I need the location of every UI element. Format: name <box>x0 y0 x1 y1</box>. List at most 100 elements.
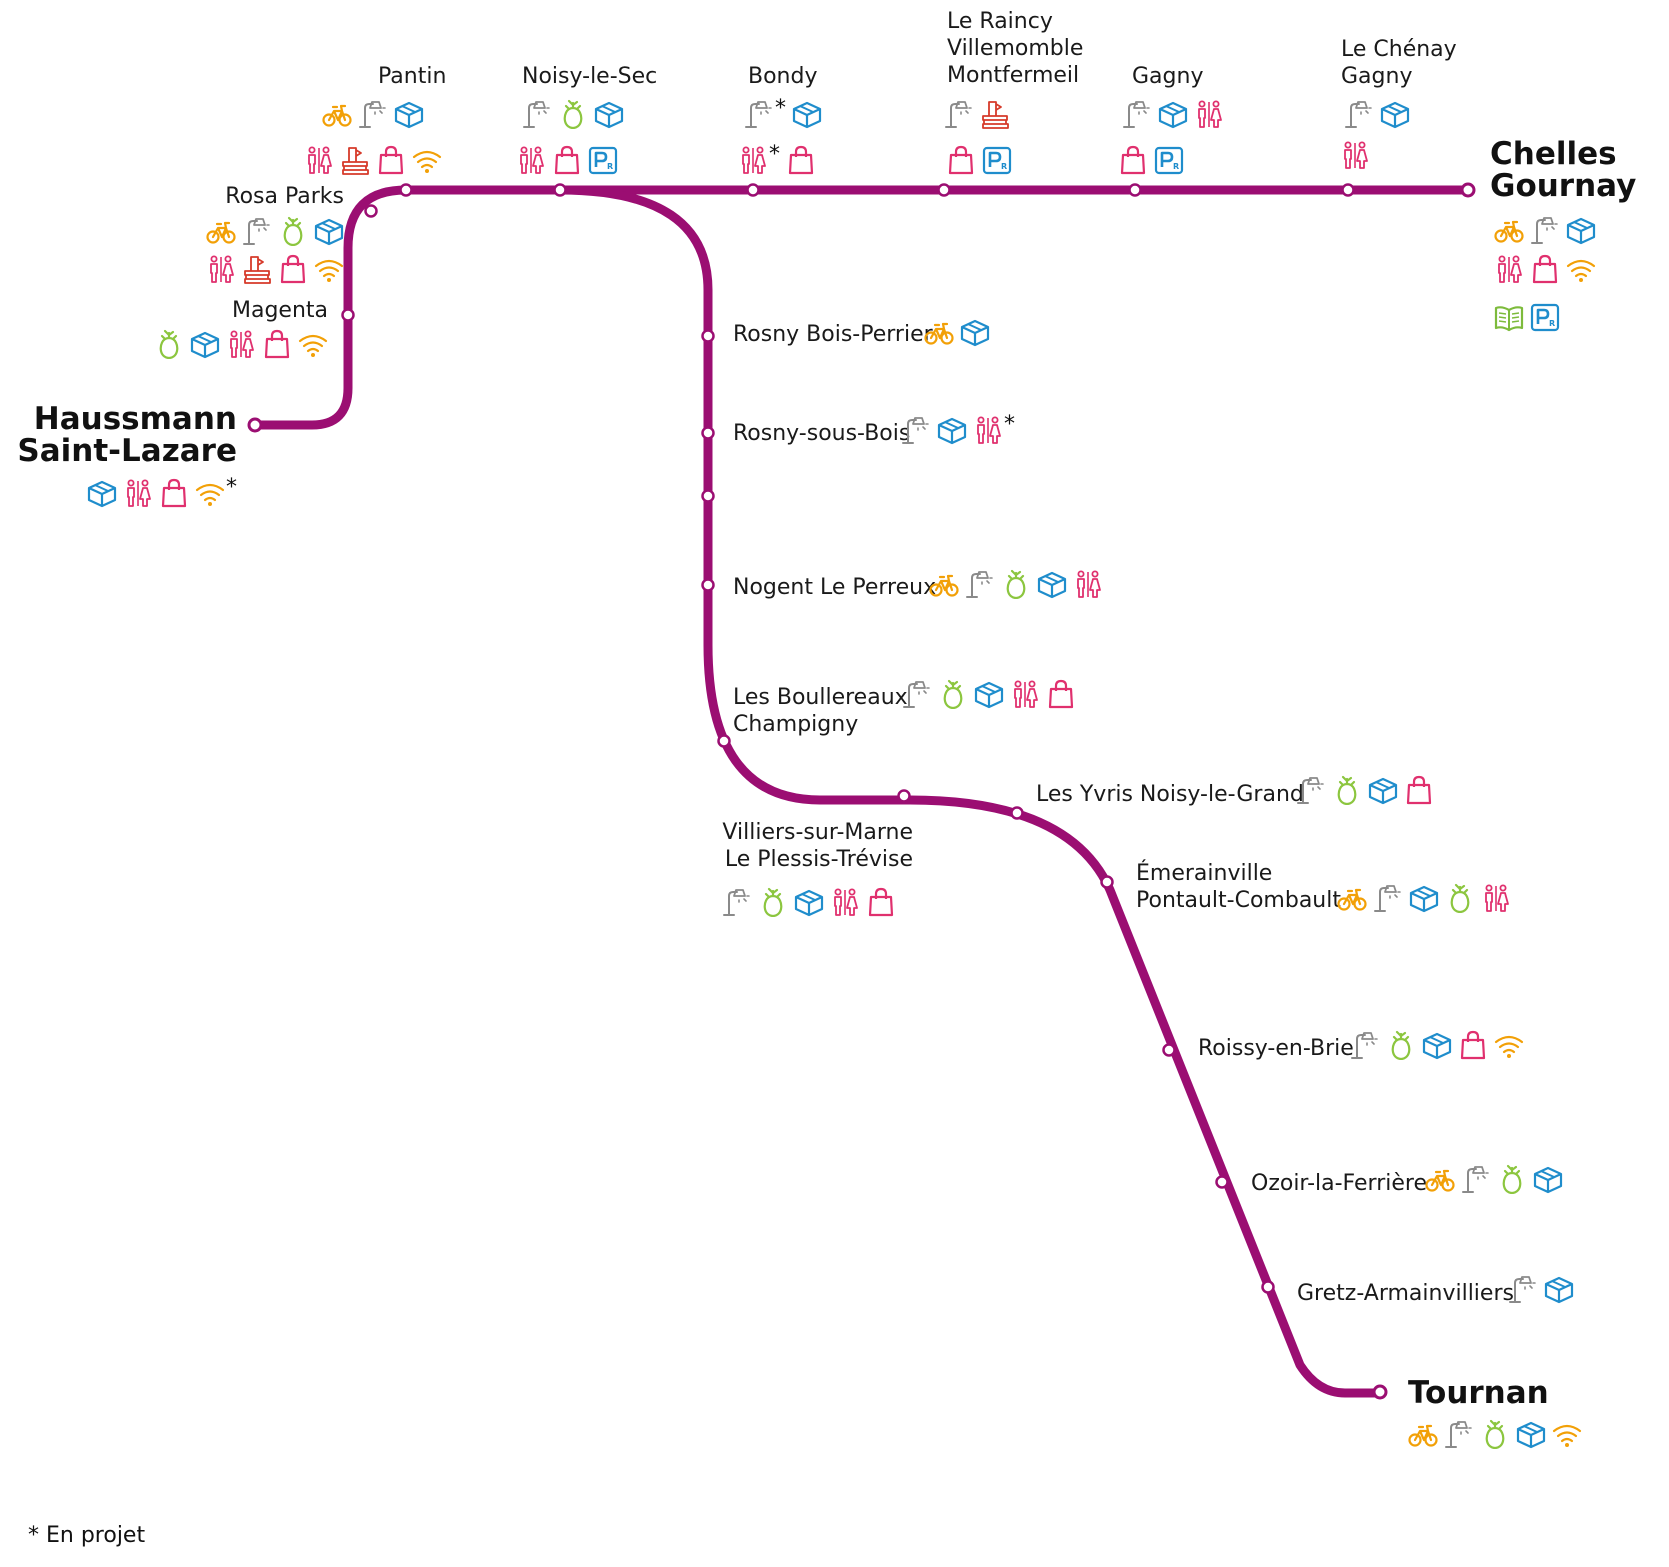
station-dot[interactable] <box>1162 1043 1176 1057</box>
station-dot[interactable] <box>1341 183 1355 197</box>
lamp-icon <box>902 417 929 444</box>
station-name-line: Saint-Lazare <box>17 433 237 469</box>
station-dot[interactable] <box>341 308 355 322</box>
shopping-bag-icon <box>161 478 187 508</box>
lamp-icon <box>1462 1166 1489 1193</box>
bike-icon <box>924 322 954 345</box>
toilet-icon <box>834 888 858 916</box>
station-dot[interactable] <box>1010 806 1024 820</box>
station-services-magenta <box>128 329 328 359</box>
station-name-line: Champigny <box>733 712 859 737</box>
station-name-line: Les Yvris Noisy-le-Grand <box>1036 782 1304 807</box>
station-services-le-chenay <box>1340 140 1370 170</box>
station-name-line: Pontault-Combault <box>1136 888 1341 913</box>
station-services-gretz <box>1508 1274 1574 1304</box>
station-dot[interactable] <box>746 183 760 197</box>
station-name-tournan: Tournan <box>1408 1377 1549 1409</box>
shopping-bag-icon <box>788 145 814 175</box>
track-haussmann-branch <box>250 185 1473 430</box>
station-dot[interactable] <box>1261 1280 1275 1294</box>
station-dot[interactable] <box>701 426 715 440</box>
station-services-gagny: R <box>1118 145 1184 175</box>
shopping-bag-icon <box>264 329 290 359</box>
shopping-bag-icon <box>378 145 404 175</box>
parcel-box-icon <box>190 331 220 359</box>
station-dot[interactable] <box>1215 1175 1229 1189</box>
station-name-line: Montfermeil <box>947 63 1080 88</box>
parcel-box-icon <box>1037 571 1067 599</box>
open-book-icon <box>1494 306 1524 332</box>
lamp-icon <box>1351 1032 1378 1059</box>
station-services-chelles <box>1494 254 1596 284</box>
lamp-icon <box>523 101 550 128</box>
wifi-icon <box>412 150 442 173</box>
shopping-bag-icon <box>1460 1030 1486 1060</box>
station-name-line: Villemomble <box>947 36 1084 61</box>
station-name-le-raincy: Le Raincy Villemomble Montfermeil <box>947 8 1083 89</box>
station-name-bondy: Bondy <box>748 63 817 90</box>
station-dot[interactable] <box>897 789 911 803</box>
parcel-box-icon <box>1533 1166 1563 1194</box>
station-name-le-chenay: Le Chénay Gagny <box>1341 36 1457 90</box>
station-dot[interactable] <box>701 329 715 343</box>
station-name-villiers: Villiers-sur-Marne Le Plessis-Trévise <box>722 819 913 873</box>
station-services-le-chenay <box>1344 99 1410 129</box>
bike-icon <box>322 104 352 127</box>
wifi-icon <box>1566 259 1596 282</box>
wifi-icon <box>195 483 225 506</box>
station-name-line: Noisy-le-Sec <box>522 64 658 89</box>
book-stack-icon <box>244 256 271 284</box>
wifi-icon <box>314 259 344 282</box>
station-name-line: Tournan <box>1408 1375 1549 1411</box>
terminus-dot[interactable] <box>1372 1384 1388 1400</box>
station-name-noisy-le-sec: Noisy-le-Sec <box>522 63 657 90</box>
station-name-line: Le Raincy <box>947 9 1053 34</box>
vegetable-icon <box>1337 775 1357 805</box>
station-dot[interactable] <box>701 578 715 592</box>
parcel-box-icon <box>87 480 117 508</box>
station-name-line: Gagny <box>1341 64 1413 89</box>
toilet-icon <box>1077 570 1101 598</box>
vegetable-icon <box>563 99 583 129</box>
station-dot[interactable] <box>717 734 731 748</box>
footnote: * En projet <box>28 1523 146 1548</box>
toilet-icon <box>1498 255 1522 283</box>
station-services-bondy: * <box>744 98 822 129</box>
station-dot[interactable] <box>553 183 567 197</box>
station-name-line: Gagny <box>1132 64 1204 89</box>
shopping-bag-icon <box>1048 679 1074 709</box>
station-name-pantin: Pantin <box>378 63 446 90</box>
station-name-line: Roissy-en-Brie <box>1198 1036 1354 1061</box>
station-dot[interactable] <box>364 204 378 218</box>
vegetable-icon <box>1391 1030 1411 1060</box>
terminus-dot[interactable] <box>1460 182 1476 198</box>
station-dot[interactable] <box>399 183 413 197</box>
parcel-box-icon <box>594 101 624 129</box>
station-name-magenta: Magenta <box>232 297 328 324</box>
park-and-ride-icon: R <box>1154 146 1184 175</box>
parcel-box-icon <box>792 101 822 129</box>
station-services-chelles: R <box>1494 302 1560 332</box>
vegetable-icon <box>943 679 963 709</box>
shopping-bag-icon <box>1406 775 1432 805</box>
station-dot[interactable] <box>1100 875 1114 889</box>
station-name-line: Magenta <box>231 298 328 323</box>
station-dot[interactable] <box>937 183 951 197</box>
svg-text:R: R <box>1173 162 1179 171</box>
shopping-bag-icon <box>1120 145 1146 175</box>
bike-icon <box>929 574 959 597</box>
bike-icon <box>1337 888 1367 911</box>
lamp-icon <box>1531 217 1558 244</box>
vegetable-icon <box>763 887 783 917</box>
station-name-chelles: Chelles Gournay <box>1490 138 1636 202</box>
station-dot[interactable] <box>701 489 715 503</box>
terminus-dot[interactable] <box>247 417 263 433</box>
book-stack-icon <box>342 147 369 175</box>
park-and-ride-icon: R <box>982 146 1012 175</box>
lamp-icon <box>903 681 930 708</box>
station-services-yvris <box>1296 775 1434 805</box>
station-name-line: Gretz-Armainvilliers <box>1297 1281 1514 1306</box>
planned-marker: * <box>226 475 237 500</box>
station-dot[interactable] <box>1128 183 1142 197</box>
station-services-le-raincy <box>944 99 1010 129</box>
